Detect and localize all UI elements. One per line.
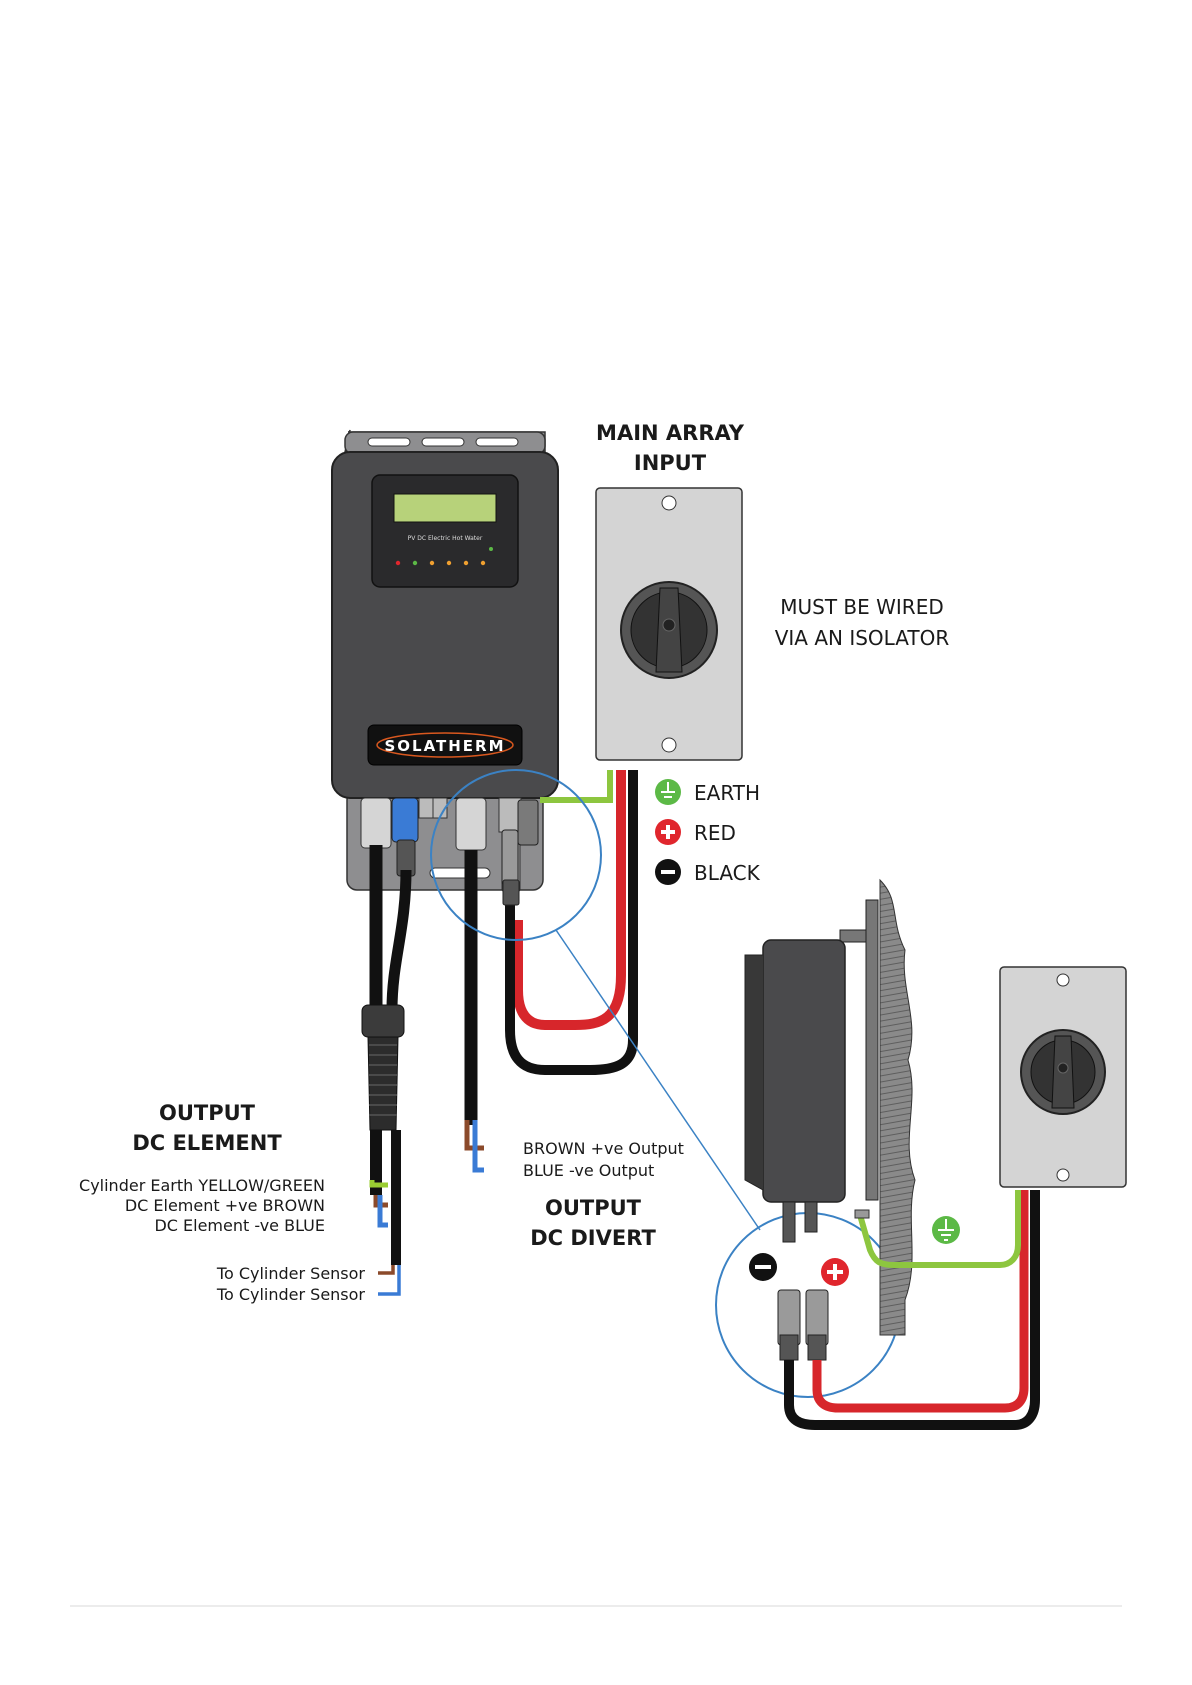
divert-wire-tails [467, 1120, 484, 1170]
isolator-note-2: VIA AN ISOLATOR [775, 626, 950, 650]
element-wire-label-blue: DC Element -ve BLUE [154, 1216, 325, 1235]
element-wire-label-brown: DC Element +ve BROWN [125, 1196, 325, 1215]
main-array-heading-1: MAIN ARRAY [596, 421, 745, 445]
screen-label: PV DC Electric Hot Water [408, 535, 483, 542]
lcd-screen [394, 494, 496, 522]
legend-black-label: BLACK [694, 861, 761, 885]
sensor-wire-label-2: To Cylinder Sensor [216, 1285, 366, 1304]
element-wire-label-earth: Cylinder Earth YELLOW/GREEN [79, 1176, 325, 1195]
legend: EARTH RED BLACK [655, 779, 761, 885]
legend-red-label: RED [694, 821, 736, 845]
output-divert-heading-2: DC DIVERT [530, 1226, 656, 1250]
output-element-heading-2: DC ELEMENT [132, 1131, 282, 1155]
divert-wire-label-blue: BLUE -ve Output [523, 1161, 654, 1180]
output-element-heading-1: OUTPUT [159, 1101, 256, 1125]
main-isolator [596, 488, 742, 760]
divert-wire-label-brown: BROWN +ve Output [523, 1139, 684, 1158]
output-divert-heading-1: OUTPUT [545, 1196, 642, 1220]
sensor-wire-label-1: To Cylinder Sensor [216, 1264, 366, 1283]
main-array-heading-2: INPUT [634, 451, 707, 475]
controller-side [763, 940, 845, 1202]
isolator-note-1: MUST BE WIRED [780, 595, 944, 619]
legend-earth-label: EARTH [694, 781, 760, 805]
brand-name: SOLATHERM [384, 737, 505, 755]
display-panel [372, 475, 518, 587]
side-view [745, 880, 1126, 1425]
